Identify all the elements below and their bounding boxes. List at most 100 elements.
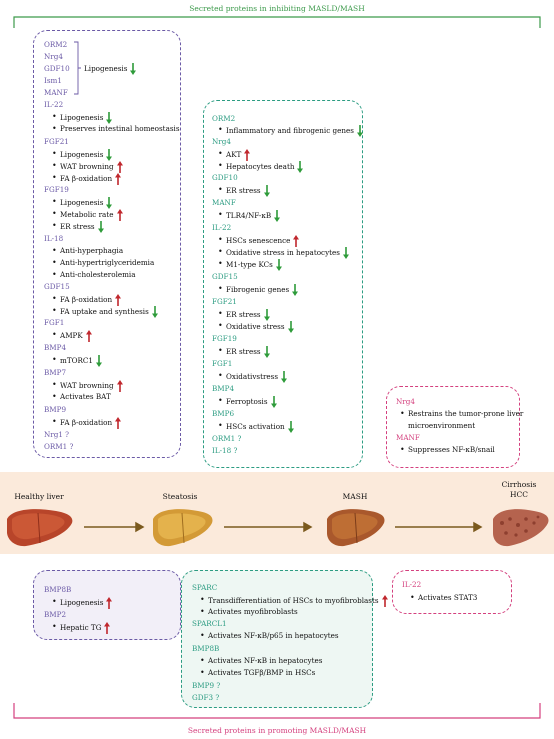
stage-mash: MASH xyxy=(342,492,368,501)
gene-bmp9: BMP9 xyxy=(44,405,67,414)
group-effect-lipogenesis: Lipogenesis xyxy=(84,63,136,75)
gene-gdf10: GDF10 xyxy=(44,64,70,73)
down-arrow-icon xyxy=(96,355,102,367)
gene-il22: IL-22 xyxy=(44,100,64,109)
down-arrow-icon xyxy=(106,197,112,209)
up-arrow-icon xyxy=(293,235,299,247)
down-arrow-icon xyxy=(281,371,287,383)
gene-nrg4: Nrg4 xyxy=(212,137,231,146)
up-arrow-icon xyxy=(117,209,123,221)
effect: ER stress xyxy=(218,309,270,321)
cirrhosis-liver-illustration xyxy=(493,509,549,547)
gene-bmp8b: BMP8B xyxy=(44,585,72,594)
gene-fgf1: FGF1 xyxy=(44,318,65,327)
up-arrow-icon xyxy=(117,161,123,173)
gene-fgf19: FGF19 xyxy=(212,334,237,343)
stage-healthy-liver: Healthy liver xyxy=(14,492,64,501)
effect: WAT browning xyxy=(52,380,123,392)
down-arrow-icon xyxy=(264,346,270,358)
progression-band xyxy=(0,472,554,554)
effect: Activates STAT3 xyxy=(410,593,477,602)
gene-manf: MANF xyxy=(44,88,68,97)
effect: TLR4/NF-κB xyxy=(218,210,280,222)
effect: AMPK xyxy=(52,330,92,342)
effect: Lipogenesis xyxy=(52,112,112,124)
down-arrow-icon xyxy=(152,306,158,318)
gene-fgf1: FGF1 xyxy=(212,359,233,368)
progression-arrows xyxy=(84,521,483,533)
effect: FA uptake and synthesis xyxy=(52,306,158,318)
effect: HSCs activation xyxy=(218,421,294,433)
effect: Inflammatory and fibrogenic genes xyxy=(218,125,363,137)
down-arrow-icon xyxy=(343,247,349,259)
effect: Hepatic TG xyxy=(52,622,110,634)
gene-fgf21: FGF21 xyxy=(212,297,237,306)
group-brace xyxy=(74,41,81,95)
healthy-liver-illustration xyxy=(7,509,73,547)
effect: ER stress xyxy=(218,185,270,197)
gene-gdf15: GDF15 xyxy=(44,282,70,291)
effect: Lipogenesis xyxy=(52,197,112,209)
down-arrow-icon xyxy=(288,421,294,433)
bottom-banner: Secreted proteins in promoting MASLD/MAS… xyxy=(187,726,367,735)
steatosis-liver-illustration xyxy=(153,509,213,547)
effect: Transdifferentiation of HSCs to myofibro… xyxy=(200,595,388,607)
down-arrow-icon xyxy=(98,221,104,233)
effect: HSCs senescence xyxy=(218,235,299,247)
down-arrow-icon xyxy=(297,161,303,173)
stage-steatosis: Steatosis xyxy=(162,492,198,501)
effect: mTORC1 xyxy=(52,355,102,367)
top-bracket xyxy=(13,16,541,28)
effect: Anti-cholesterolemia xyxy=(52,270,135,279)
gene-il22: IL-22 xyxy=(402,580,422,589)
gene-il22: IL-22 xyxy=(212,223,232,232)
gene-gdf15: GDF15 xyxy=(212,272,238,281)
gene-orm1: ORM1 ? xyxy=(44,442,74,451)
up-arrow-icon xyxy=(117,380,123,392)
stage-hcc: HCC xyxy=(509,490,529,499)
gene-fgf21: FGF21 xyxy=(44,137,69,146)
effect: M1-type KCs xyxy=(218,259,282,271)
up-arrow-icon xyxy=(382,595,388,607)
down-arrow-icon xyxy=(288,321,294,333)
effect: Oxidative stress xyxy=(218,321,294,333)
effect: Fibrogenic genes xyxy=(218,284,298,296)
effect: Oxidativstress xyxy=(218,371,287,383)
gene-bmp8b: BMP8B xyxy=(192,644,220,653)
effect: Activates NF-κB/p65 in hepatocytes xyxy=(200,631,339,640)
gene-nrg1: Nrg1 ? xyxy=(44,430,70,439)
up-arrow-icon xyxy=(115,173,121,185)
down-arrow-icon xyxy=(271,396,277,408)
down-arrow-icon xyxy=(264,309,270,321)
effect: Suppresses NF-κB/snail xyxy=(400,445,495,454)
effect: Anti-hypertriglyceridemia xyxy=(52,258,154,267)
gene-gdf3: GDF3 ? xyxy=(192,693,220,702)
down-arrow-icon xyxy=(357,125,363,137)
gene-orm2: ORM2 xyxy=(44,40,68,49)
gene-fgf19: FGF19 xyxy=(44,185,69,194)
gene-bmp9: BMP9 ? xyxy=(192,681,221,690)
box-inhibit-steatosis xyxy=(33,30,181,458)
effect: Lipogenesis xyxy=(52,149,112,161)
effect: Metabolic rate xyxy=(52,209,123,221)
effect: Preserves intestinal homeostasis xyxy=(52,124,180,133)
gene-ism1: Ism1 xyxy=(44,76,62,85)
gene-orm2: ORM2 xyxy=(212,114,236,123)
effect: Hepatocytes death xyxy=(218,161,303,173)
up-arrow-icon xyxy=(115,417,121,429)
down-arrow-icon xyxy=(130,63,136,75)
gene-manf: MANF xyxy=(396,433,420,442)
gene-sparcl1: SPARCL1 xyxy=(192,619,227,628)
down-arrow-icon xyxy=(106,149,112,161)
mash-liver-illustration xyxy=(327,509,385,547)
effect: Lipogenesis xyxy=(52,597,112,609)
effect: WAT browning xyxy=(52,161,123,173)
bottom-bracket xyxy=(13,703,541,719)
effect: FA β-oxidation xyxy=(52,417,121,429)
top-banner: Secreted proteins in inhibiting MASLD/MA… xyxy=(189,4,365,13)
gene-bmp2: BMP2 xyxy=(44,610,67,619)
effect: microenvironment xyxy=(408,421,476,430)
up-arrow-icon xyxy=(106,597,112,609)
effect: Activates NF-κB in hepatocytes xyxy=(200,656,322,665)
gene-il18: IL-18 ? xyxy=(212,446,238,455)
